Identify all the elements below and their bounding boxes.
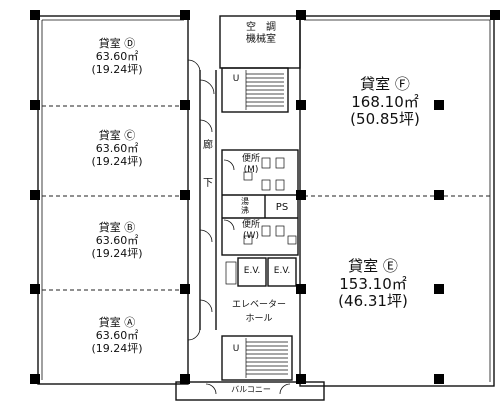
unit-b-label: 貸室 Ⓑ 63.60㎡ (19.24坪) <box>91 221 143 260</box>
balcony-label: バルコニー <box>231 385 271 394</box>
elevator-hall-label: エレベーター ホール <box>231 300 286 325</box>
service-block-outline <box>221 149 299 256</box>
unit-b-letter: Ⓑ <box>124 221 136 234</box>
stair-up-upper: U <box>232 74 240 84</box>
unit-a-label: 貸室 Ⓐ 63.60㎡ (19.24坪) <box>91 316 143 355</box>
ac-room-label: 空 調 機械室 <box>246 22 276 45</box>
unit-e-label: 貸室 Ⓔ 153.10㎡ (46.31坪) <box>338 257 408 311</box>
unit-c-label: 貸室 Ⓒ 63.60㎡ (19.24坪) <box>91 129 143 168</box>
stair-up-lower: U <box>232 344 240 354</box>
unit-a-letter: Ⓐ <box>124 316 136 329</box>
ev1-outline <box>237 257 267 287</box>
unit-d-letter: Ⓓ <box>124 37 136 50</box>
balcony-outline <box>175 381 325 401</box>
ps-label: PS <box>275 202 289 213</box>
ev2-outline <box>267 257 297 287</box>
unit-e-letter: Ⓔ <box>382 257 398 275</box>
unit-f-label: 貸室 Ⓕ 168.10㎡ (50.85坪) <box>350 75 420 129</box>
right-wing-outline <box>299 15 495 387</box>
ev1-label: E.V. <box>243 266 261 276</box>
upper-stair-outline <box>221 67 289 113</box>
lower-stair-outline <box>221 335 293 381</box>
corridor-label-top: 廊 <box>203 140 213 151</box>
column-markers <box>30 10 500 384</box>
kitchen-label: 湯 沸 <box>241 197 249 215</box>
unit-d-label: 貸室 Ⓓ 63.60㎡ (19.24坪) <box>91 37 143 76</box>
unit-f-letter: Ⓕ <box>394 75 410 93</box>
toilet-m-label: 便所 (M) <box>241 154 260 175</box>
toilet-w-label: 便所 (W) <box>241 220 260 241</box>
corridor-label-bottom: 下 <box>203 178 213 189</box>
unit-c-letter: Ⓒ <box>124 129 136 142</box>
ev2-label: E.V. <box>273 266 291 276</box>
